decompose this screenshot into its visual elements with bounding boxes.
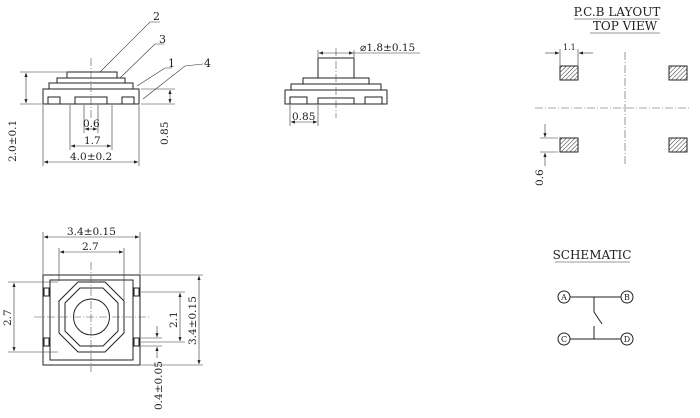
terminal-a-label: A <box>560 293 567 302</box>
dim-top-lead-label: 0.4±0.05 <box>153 361 165 410</box>
terminal-b <box>620 290 634 304</box>
side-view-extension-lines <box>20 71 175 166</box>
pcb-layout-title: P.C.B LAYOUT <box>574 5 661 19</box>
callout-2: 2 <box>153 10 160 23</box>
pcb-pad-bottom-left <box>559 137 579 153</box>
pcb-pad-bottom-right <box>668 137 688 153</box>
terminal-c <box>557 332 571 346</box>
dim-pitch-label: 1.7 <box>84 135 101 147</box>
top-view-lead-a <box>43 287 50 297</box>
top-view-frame <box>49 279 134 361</box>
terminal-a <box>557 290 571 304</box>
pcb-pad-top-right <box>668 65 688 81</box>
pcb-extension-lines <box>540 49 579 153</box>
callout-4: 4 <box>204 57 211 70</box>
schematic: SCHEMATIC A B C D <box>553 248 634 346</box>
callout-3: 3 <box>159 33 166 46</box>
side-view: 2 3 1 4 2.0±0.1 0.6 1.7 4.0±0.2 0.85 <box>7 10 211 166</box>
top-view-extension-lines <box>8 232 203 366</box>
pcb-layout: P.C.B LAYOUT TOP VIEW 1.1 0.6 <box>534 5 690 186</box>
top-view-lead-b <box>133 287 140 297</box>
dim-pad-gap-label: 0.6 <box>534 169 546 186</box>
top-view: 3.4±0.15 2.7 2.7 2.1 3.4±0.15 0.4±0.05 <box>2 226 203 410</box>
front-view: ⌀1.8±0.15 0.85 <box>284 42 420 126</box>
dim-top-inner-height-label: 2.7 <box>2 309 14 326</box>
terminal-d-label: D <box>624 335 630 344</box>
dim-length-label: 4.0±0.2 <box>70 151 112 163</box>
dim-height-label: 2.0±0.1 <box>7 120 19 162</box>
dim-top-pitch-label: 2.1 <box>168 311 180 328</box>
top-view-outer-body <box>42 274 141 366</box>
dim-pad-width-label: 1.1 <box>563 43 576 52</box>
terminal-b-label: B <box>624 293 630 302</box>
pcb-layout-subtitle: TOP VIEW <box>593 19 658 33</box>
dim-button-label: ⌀1.8±0.15 <box>360 42 415 54</box>
dim-top-width-label: 3.4±0.15 <box>67 226 116 238</box>
dim-top-inner-width-label: 2.7 <box>82 241 99 253</box>
dim-lead-label: 0.85 <box>292 111 315 123</box>
dim-top-height-label: 3.4±0.15 <box>187 296 199 345</box>
schematic-wires <box>570 296 621 340</box>
top-view-octagon-inner <box>64 287 119 347</box>
callout-leaders <box>99 21 204 100</box>
dim-stem-label: 0.6 <box>83 118 100 130</box>
top-view-octagon-outer <box>58 281 125 353</box>
schematic-title: SCHEMATIC <box>553 248 632 262</box>
terminal-d <box>620 332 634 346</box>
top-view-lead-d <box>133 337 140 347</box>
pcb-pad-top-left <box>559 65 579 81</box>
front-view-extension-lines <box>289 50 355 126</box>
top-view-lead-c <box>43 337 50 347</box>
dim-body-label: 0.85 <box>159 122 171 145</box>
side-view-outline <box>42 71 140 105</box>
callout-1: 1 <box>168 57 175 70</box>
terminal-c-label: C <box>561 335 567 344</box>
